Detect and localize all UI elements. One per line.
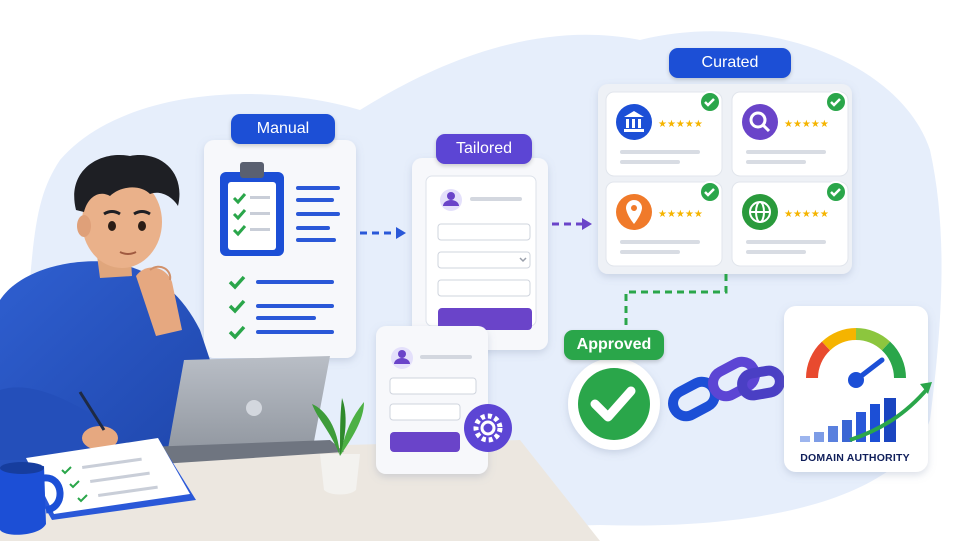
bank-icon (616, 104, 652, 140)
manual-label: Manual (231, 114, 335, 144)
gear-icon (464, 404, 512, 452)
approved-check-icon (568, 358, 660, 450)
approved-label: Approved (564, 330, 664, 360)
star-rating: ★★★★★ (784, 119, 829, 130)
settings-form (389, 347, 477, 452)
arrow-manual-to-tailored (360, 227, 406, 239)
verified-check-icon (699, 181, 721, 203)
laptop-icon (120, 356, 344, 466)
tailored-label: Tailored (436, 134, 532, 164)
clipboard-icon (220, 162, 284, 256)
star-rating: ★★★★★ (658, 209, 703, 220)
curated-cards: ★★★★★ ★★★★★ ★★★★★ ★★★★★ (605, 91, 849, 267)
notebook-icon (20, 438, 196, 520)
curated-card: ★★★★★ (731, 91, 849, 177)
domain-authority-card (784, 306, 928, 472)
verified-check-icon (825, 181, 847, 203)
growth-bars-icon (800, 382, 932, 442)
coffee-mug-icon (0, 462, 64, 535)
search-icon (742, 104, 778, 140)
verified-check-icon (699, 91, 721, 113)
chain-link-icon (668, 356, 785, 422)
arrow-tailored-to-curated (552, 218, 592, 230)
tailored-form (425, 175, 537, 330)
plant-icon (312, 398, 364, 495)
curated-card: ★★★★★ (605, 91, 723, 177)
curated-card: ★★★★★ (605, 181, 723, 267)
manual-checklist (228, 275, 334, 340)
domain-authority-label: DOMAIN AUTHORITY (800, 452, 910, 464)
star-rating: ★★★★★ (784, 209, 829, 220)
connector-curated-to-approved (624, 274, 728, 330)
star-rating: ★★★★★ (658, 119, 703, 130)
verified-check-icon (825, 91, 847, 113)
curated-label: Curated (669, 48, 791, 78)
curated-card: ★★★★★ (731, 181, 849, 267)
manual-card-lines (296, 186, 340, 242)
location-pin-icon (616, 194, 652, 230)
globe-icon (742, 194, 778, 230)
person-illustration (0, 154, 230, 480)
gauge-icon (806, 328, 906, 388)
